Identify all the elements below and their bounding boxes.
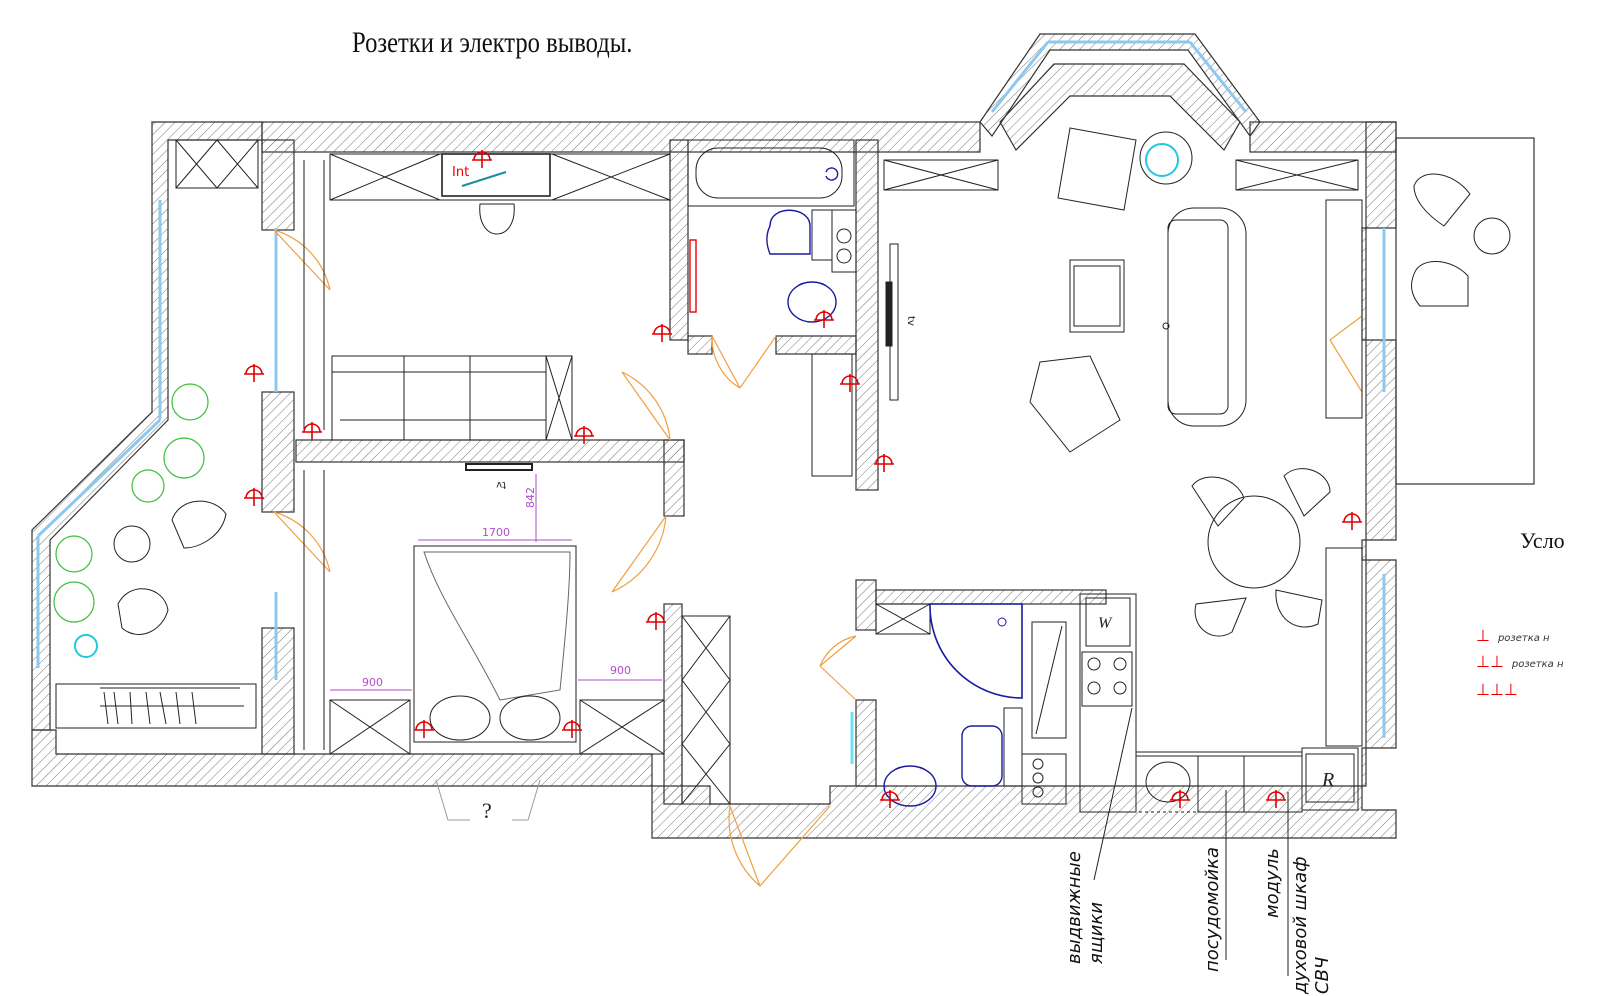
outlet-single-icon: ⊥ — [1476, 626, 1490, 645]
tv-mark-bedroom: tv — [496, 479, 506, 490]
outlet-icon — [1170, 790, 1190, 808]
lamps — [74, 143, 1179, 658]
legend-item-label: розетка н — [1497, 633, 1550, 644]
dim-bed-right: 900 — [610, 664, 631, 677]
outlet-icon — [652, 324, 672, 342]
outlet-icon — [874, 454, 894, 472]
outlet-icon — [414, 720, 434, 738]
walls — [31, 33, 1397, 839]
legend-heading: Усло — [1520, 528, 1565, 553]
washer-mark: W — [1098, 615, 1113, 632]
outlet-icon — [814, 310, 834, 328]
outlet-icon — [1266, 790, 1286, 808]
leader-lines — [1093, 707, 1289, 976]
outlet-double-icon: ⊥⊥ — [1476, 652, 1504, 671]
legend-item-3: ⊥⊥⊥ — [1476, 680, 1526, 699]
dimension-lines — [330, 474, 662, 691]
outlet-icon — [244, 488, 264, 506]
plants — [53, 383, 209, 623]
outlet-icon — [302, 422, 322, 440]
outlet-icon — [244, 364, 264, 382]
internet-cable — [461, 171, 507, 187]
outlet-icon — [646, 612, 666, 630]
right-balcony — [1395, 137, 1535, 485]
towel-rail — [689, 239, 697, 313]
outlet-icon — [1342, 512, 1362, 530]
page-title: Розетки и электро выводы. — [352, 26, 633, 59]
internet-mark: Int — [452, 165, 469, 180]
fridge-mark: R — [1321, 769, 1334, 791]
outlet-icon — [880, 790, 900, 808]
unknown-mark: ? — [482, 798, 492, 823]
legend-item-2: ⊥⊥ розетка н — [1476, 652, 1564, 671]
dim-bed-left: 900 — [362, 676, 383, 689]
legend-item-1: ⊥ розетка н — [1476, 626, 1550, 645]
windows — [36, 40, 1386, 764]
label-dishwasher: посудомойка — [1202, 847, 1223, 972]
outlet-icon — [562, 720, 582, 738]
legend-item-label: розетка н — [1511, 659, 1564, 670]
plumbing — [766, 167, 1003, 807]
outlets — [244, 150, 1362, 808]
outlet-icon — [574, 426, 594, 444]
outlet-triple-icon: ⊥⊥⊥ — [1476, 680, 1518, 699]
outlet-icon — [472, 150, 492, 168]
outlet-icon — [840, 374, 860, 392]
doors — [273, 229, 1363, 887]
tv-mark-living: tv — [905, 316, 916, 326]
dim-bed-to-tv: 842 — [524, 487, 537, 508]
dim-bed-width: 1700 — [482, 526, 510, 539]
furniture — [55, 127, 1511, 821]
label-module: модуль — [1262, 848, 1283, 918]
